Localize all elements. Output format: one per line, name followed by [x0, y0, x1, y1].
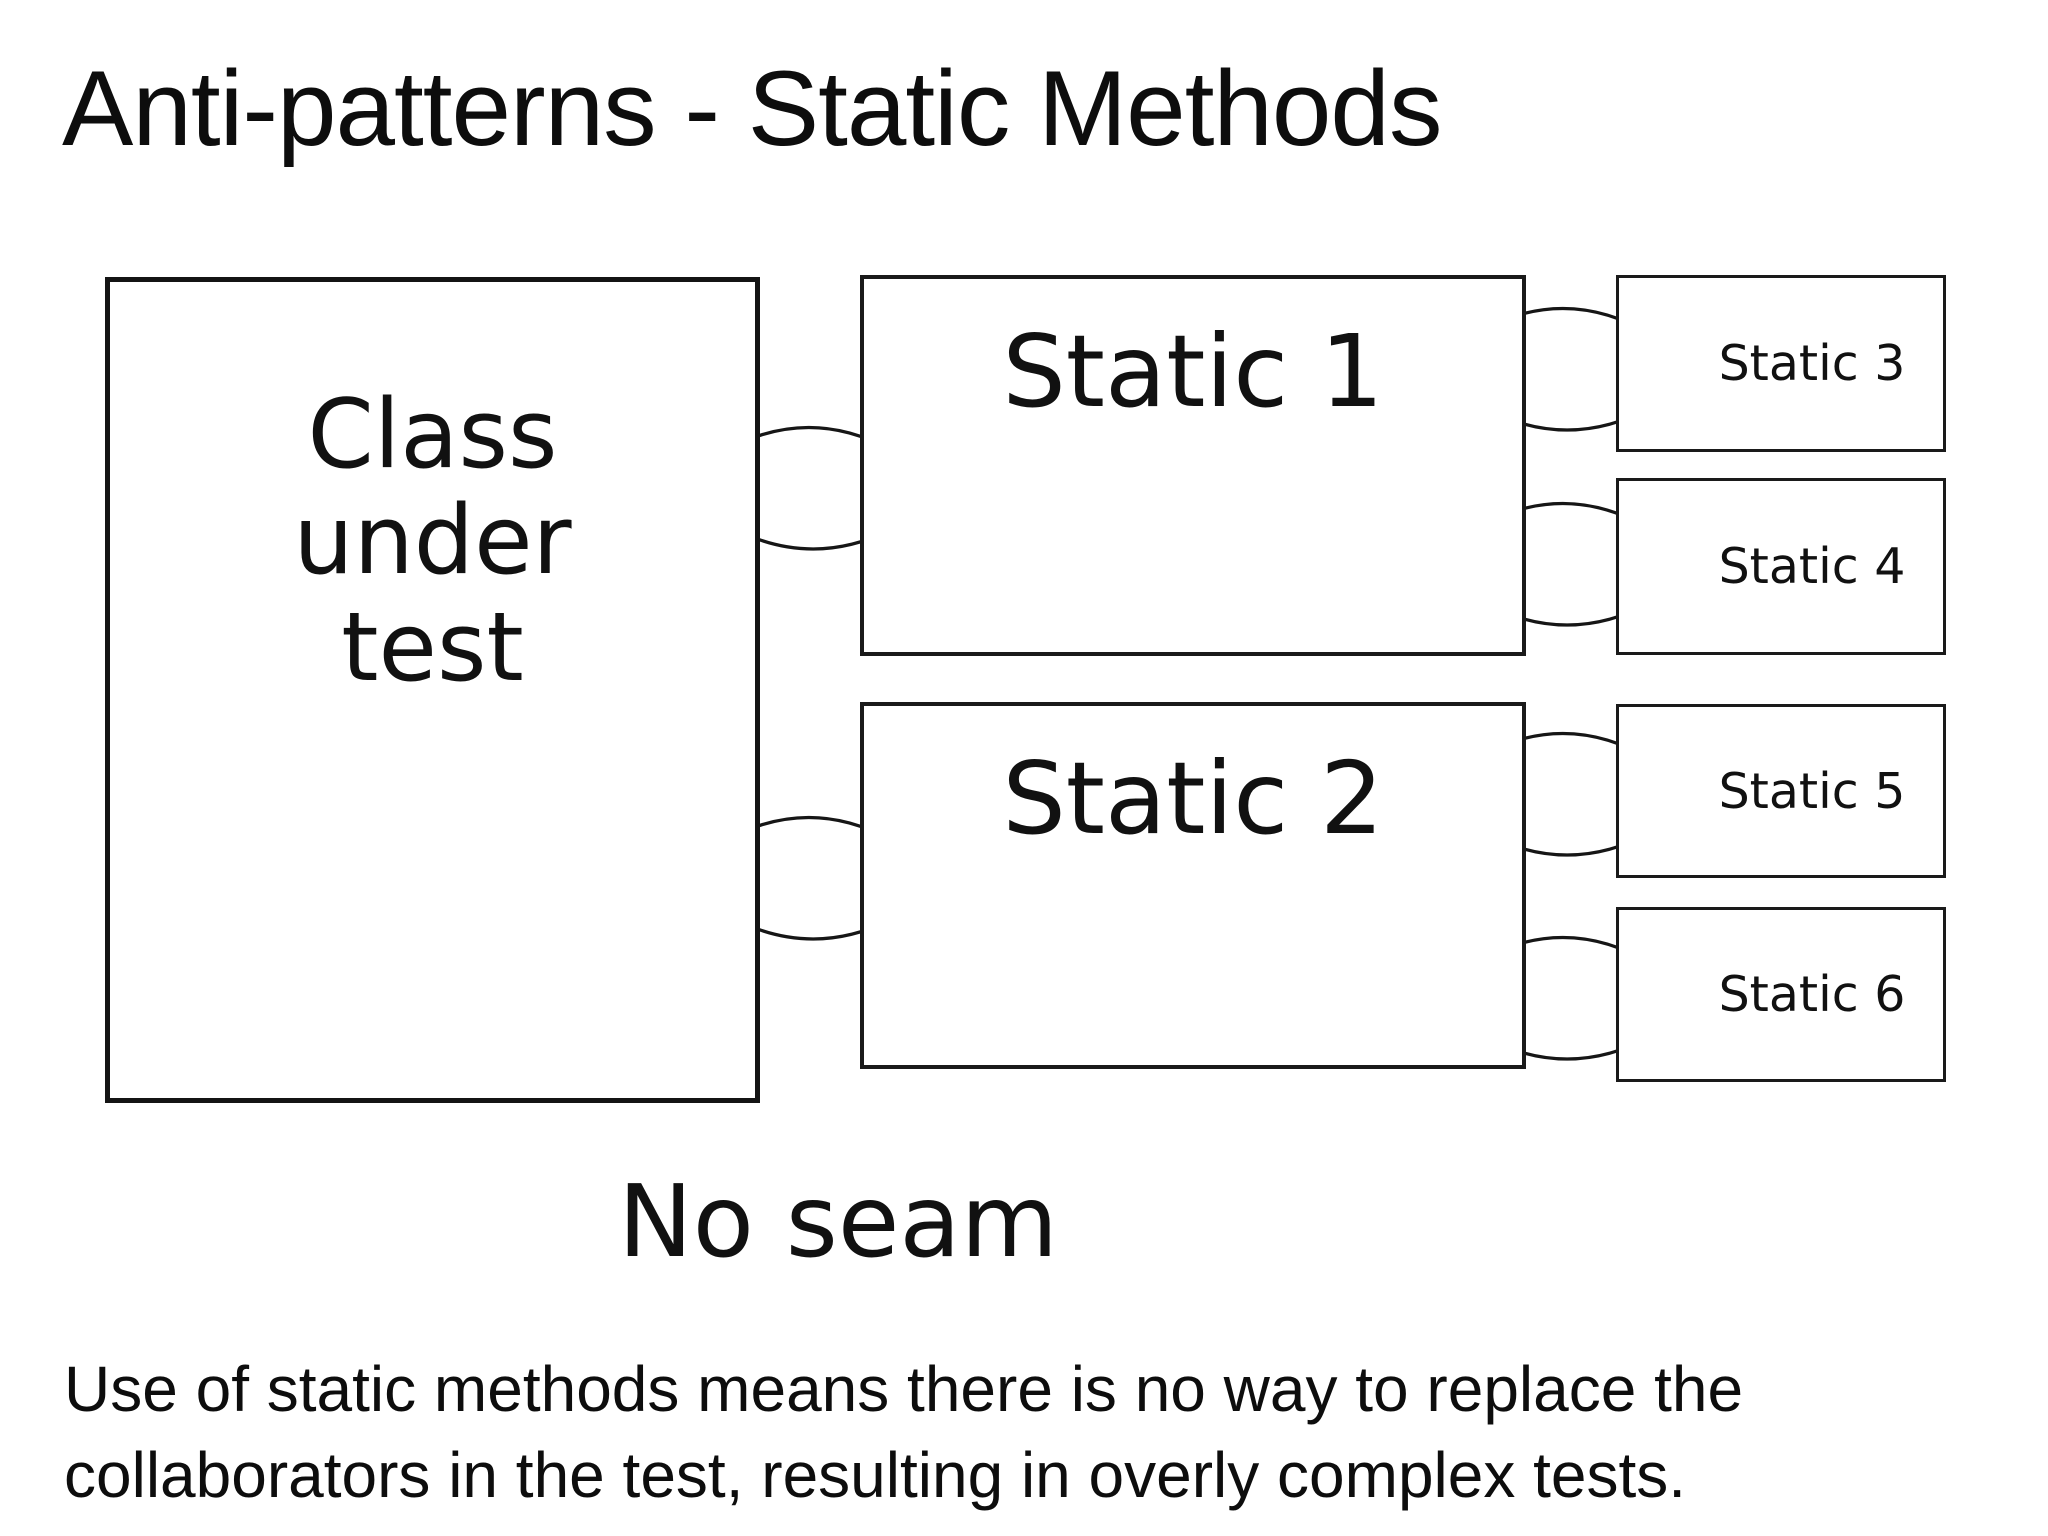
static2-box: Static 2 [860, 702, 1526, 1069]
slide-description: Use of static methods means there is no … [64, 1353, 1744, 1512]
static6-box: Static 6 [1616, 907, 1946, 1082]
static1-label: Static 1 [1002, 313, 1384, 430]
class-under-test-label: Class under test [293, 380, 572, 703]
static5-label: Static 5 [1718, 762, 1906, 820]
class-under-test-box: Class under test [105, 277, 760, 1103]
no-seam-caption: No seam [618, 1163, 1059, 1280]
static3-label: Static 3 [1718, 335, 1906, 392]
static4-label: Static 4 [1718, 538, 1906, 595]
static5-box: Static 5 [1616, 704, 1946, 878]
static1-box: Static 1 [860, 275, 1526, 656]
static2-label: Static 2 [1002, 740, 1384, 857]
static3-box: Static 3 [1616, 275, 1946, 452]
static4-box: Static 4 [1616, 478, 1946, 655]
page-title: Anti-patterns - Static Methods [62, 48, 1442, 168]
static6-label: Static 6 [1718, 966, 1906, 1023]
